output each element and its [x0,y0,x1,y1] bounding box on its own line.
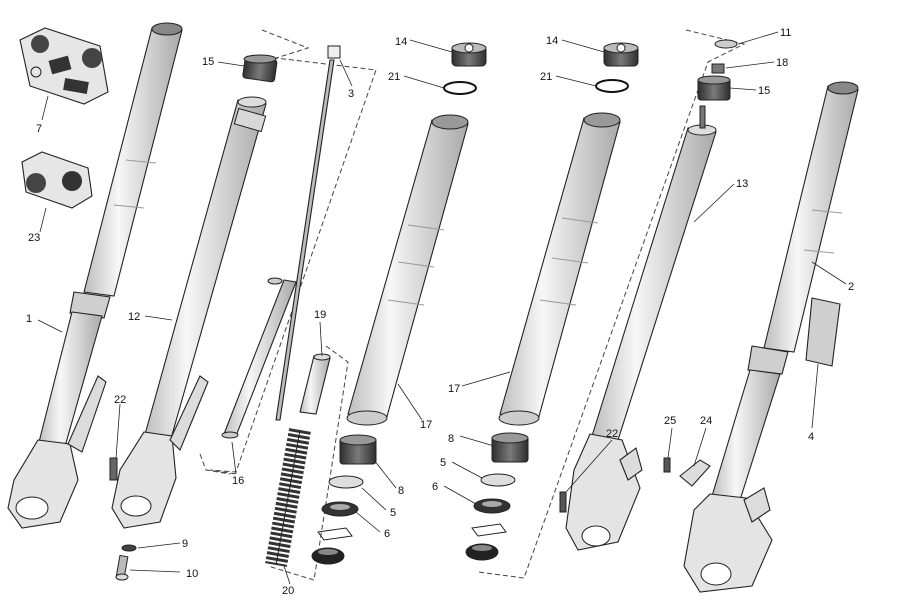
callout-15-left: 15 [202,56,214,68]
callout-20: 20 [282,585,294,597]
part-dust-seal-right [465,543,499,561]
part-5-washer-right [480,473,516,487]
part-25-screw [663,457,671,473]
callout-22-right: 22 [606,428,618,440]
part-18-nut [711,63,725,74]
part-15-top-cap-left [242,54,278,83]
part-14-seal-left [451,42,487,67]
callout-2: 2 [848,281,854,293]
part-17-outer-tube-left [346,114,469,426]
callout-7: 7 [36,123,42,135]
callout-6-right: 6 [432,481,438,493]
part-14-seal-right [603,42,639,67]
group-bracket-left [209,29,377,475]
callout-23: 23 [28,232,40,244]
part-16-cartridge-tube [221,277,297,439]
part-24-bracket [679,459,711,487]
callout-17-right: 17 [448,383,460,395]
part-4-guard [805,297,841,367]
part-19-spacer [299,353,331,415]
leader-lines [37,31,847,585]
callout-21-left: 21 [388,71,400,83]
part-21-ring-right [595,79,629,93]
part-1-left-fork-leg [7,22,183,529]
part-21-ring-left [443,81,477,95]
callout-4: 4 [808,431,814,443]
part-clip-left [317,527,353,541]
callout-18: 18 [776,57,788,69]
callout-10: 10 [186,568,198,580]
part-22-screw-right [559,491,567,513]
callout-9: 9 [182,538,188,550]
callout-21-right: 21 [540,71,552,83]
callout-8-left: 8 [398,485,404,497]
part-11-washer [714,39,738,49]
part-clip-right [471,523,507,537]
callout-3: 3 [348,88,354,100]
part-2-right-fork-leg [683,81,859,593]
part-12-inner-tube [111,96,267,529]
callout-11: 11 [780,27,791,39]
callout-1: 1 [26,313,32,325]
callout-6-left: 6 [384,528,390,540]
part-8-bushing-right [491,432,529,463]
callout-19: 19 [314,309,326,321]
part-10-bolt [115,554,129,581]
callout-14-right: 14 [546,35,558,47]
part-3-rod [275,45,341,421]
callout-14-left: 14 [395,36,407,48]
callout-12: 12 [128,311,140,323]
part-20-spring [265,428,311,567]
callout-24: 24 [700,415,712,427]
part-22-screw-left [109,457,118,481]
callout-labels: 1 7 23 12 15 3 16 19 20 22 9 10 14 21 17… [26,27,854,597]
part-6-seal-left [321,501,359,517]
part-15-top-cap-right [697,75,731,101]
callout-13: 13 [736,178,748,190]
callout-25: 25 [664,415,676,427]
part-13-inner-tube-right [565,105,717,551]
callout-5-right: 5 [440,457,446,469]
callout-8-right: 8 [448,433,454,445]
part-dust-seal-left [311,547,345,565]
part-5-washer-left [328,475,364,489]
callout-17-left: 17 [420,419,432,431]
callout-15-right: 15 [758,85,770,97]
part-8-bushing-left [339,434,377,465]
part-6-seal-right [473,498,511,514]
part-17-outer-tube-right [498,112,621,426]
group-bracket-spring [267,345,349,581]
group-bracket-left-bottom [199,453,231,475]
callout-22-left: 22 [114,394,126,406]
part-23-clamp-kit [21,151,93,209]
part-7-clamp-kit [19,27,109,105]
part-9-washer [121,544,137,552]
callout-5-left: 5 [390,507,396,519]
group-bracket-right [477,29,746,579]
callout-16: 16 [232,475,244,487]
